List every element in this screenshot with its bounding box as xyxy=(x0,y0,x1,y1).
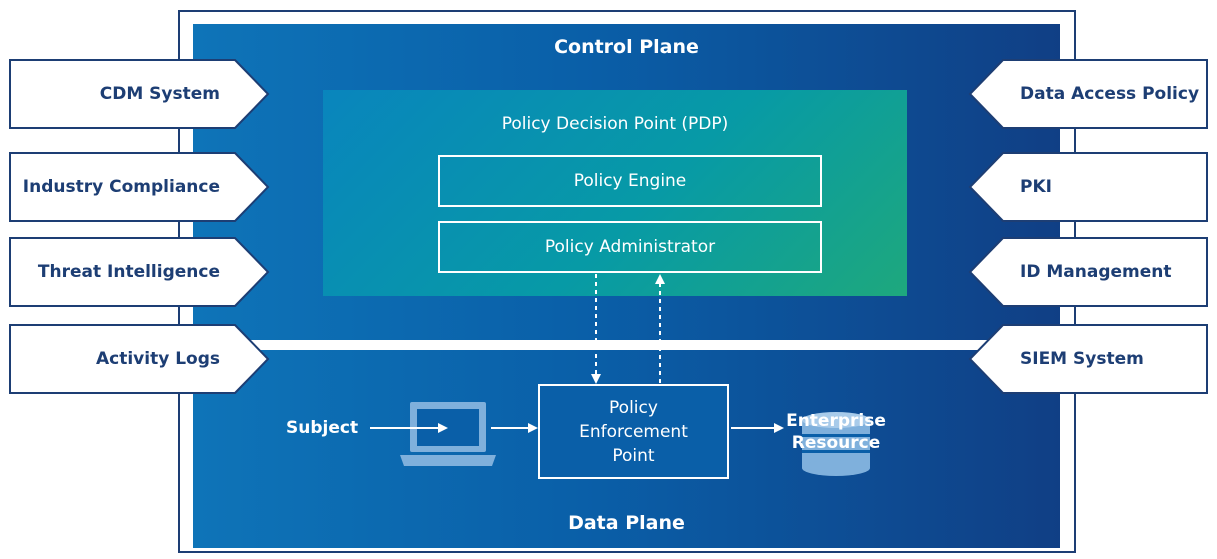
enterprise-resource-line-2: Resource xyxy=(791,433,881,453)
input-label-cdm: CDM System xyxy=(99,84,220,104)
input-chevron-threat-intelligence xyxy=(9,237,270,307)
enterprise-resource-label: Enterprise Resource xyxy=(786,410,886,454)
input-label-siem: SIEM System xyxy=(1020,349,1144,369)
input-label-activity-logs: Activity Logs xyxy=(95,349,220,369)
input-chevron-activity-logs xyxy=(9,324,270,394)
subject-label: Subject xyxy=(286,418,359,438)
input-label-id-management: ID Management xyxy=(1020,262,1172,282)
pep-line-3: Point xyxy=(612,445,655,466)
data-plane: Data Plane xyxy=(193,350,1060,548)
input-label-pki: PKI xyxy=(1020,177,1052,197)
input-chevron-siem xyxy=(968,324,1208,394)
input-chevron-pki xyxy=(968,152,1208,222)
input-chevron-cdm xyxy=(9,59,270,129)
policy-decision-point: Policy Decision Point (PDP) xyxy=(323,90,907,296)
policy-administrator-box: Policy Administrator xyxy=(438,221,822,273)
input-label-data-access-policy: Data Access Policy xyxy=(1020,84,1200,104)
policy-enforcement-point-box: Policy Enforcement Point xyxy=(538,384,729,479)
data-plane-title: Data Plane xyxy=(568,512,685,534)
input-label-industry-compliance: Industry Compliance xyxy=(22,177,220,197)
pdp-title: Policy Decision Point (PDP) xyxy=(501,114,729,134)
pep-line-1: Policy xyxy=(609,397,658,418)
input-chevron-industry-compliance xyxy=(9,152,270,222)
control-plane-title: Control Plane xyxy=(554,36,699,58)
database-icon xyxy=(802,412,870,476)
input-chevron-data-access-policy xyxy=(968,59,1208,129)
pep-line-2: Enforcement xyxy=(579,421,688,442)
laptop-icon xyxy=(400,402,496,466)
input-label-threat-intelligence: Threat Intelligence xyxy=(37,262,220,282)
enterprise-resource-line-1: Enterprise xyxy=(786,411,886,431)
input-chevron-id-management xyxy=(968,237,1208,307)
policy-engine-box: Policy Engine xyxy=(438,155,822,207)
